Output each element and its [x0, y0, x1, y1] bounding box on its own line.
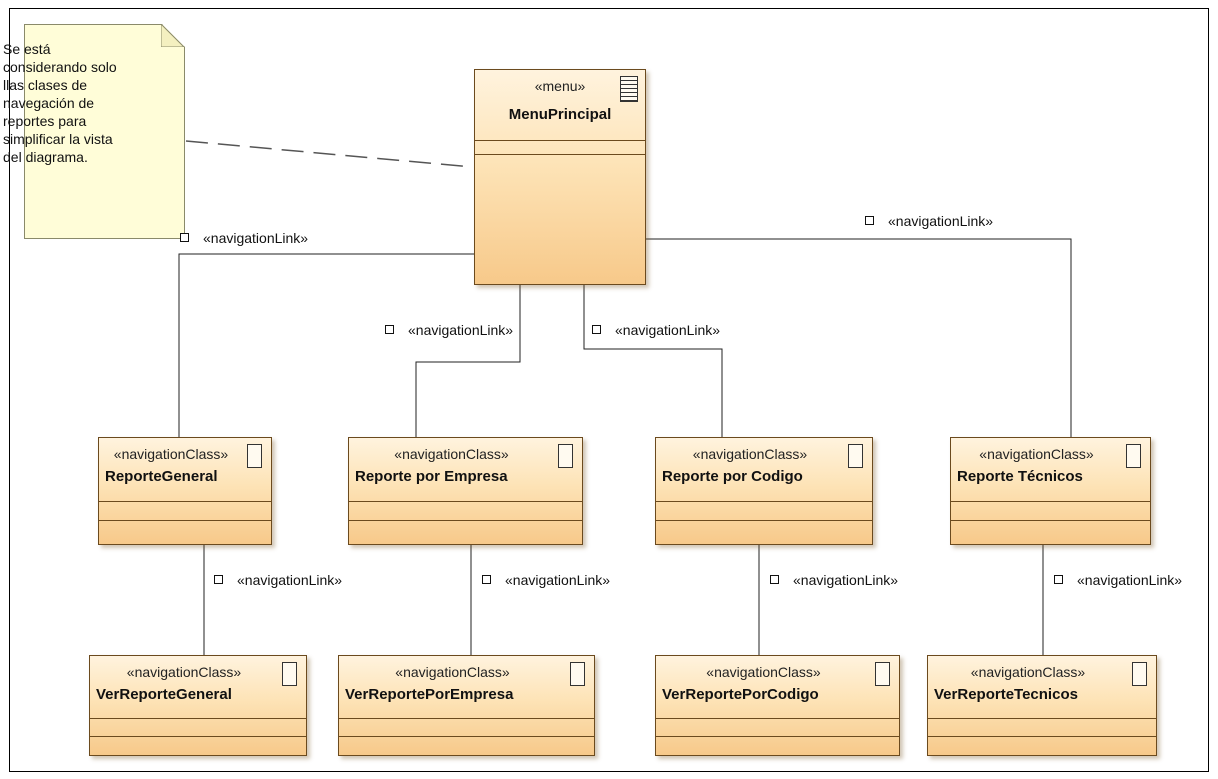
class-stereotype: «navigationClass»	[126, 664, 242, 680]
class-header: «navigationClass» VerReporteGeneral	[90, 656, 306, 719]
class-stereotype: «navigationClass»	[979, 446, 1094, 462]
class-stereotype: «navigationClass»	[692, 446, 808, 462]
link-label-text: «navigationLink»	[1077, 572, 1183, 588]
link-anchor-icon	[482, 575, 491, 584]
class-icon	[570, 662, 585, 686]
note-line: navegación de	[3, 95, 95, 111]
class-icon	[848, 444, 863, 468]
class-compartment-divider	[928, 736, 1156, 737]
link-label[interactable]: «navigationLink»	[482, 572, 610, 588]
menu-class-menuprincipal[interactable]: «menu» MenuPrincipal	[474, 69, 646, 285]
note-line: del diagrama.	[3, 149, 88, 165]
link-menu-reportegeneral	[178, 253, 474, 437]
class-reportetecnicos[interactable]: «navigationClass» Reporte Técnicos	[950, 437, 1151, 545]
class-header: «navigationClass» Reporte por Empresa	[349, 438, 582, 502]
class-verreporteporcodigo[interactable]: «navigationClass» VerReportePorCodigo	[655, 655, 900, 756]
link-anchor-icon	[865, 216, 874, 225]
link-menu-reporteempresa	[415, 285, 521, 437]
note-line: reportes para	[3, 113, 87, 129]
class-icon	[1132, 662, 1147, 686]
link-label-text: «navigationLink»	[793, 572, 899, 588]
class-stereotype: «navigationClass»	[395, 664, 510, 680]
class-name: VerReportePorCodigo	[662, 686, 819, 703]
link-label[interactable]: «navigationLink»	[592, 322, 720, 338]
link-label[interactable]: «navigationLink»	[865, 213, 993, 229]
class-header: «navigationClass» VerReporteTecnicos	[928, 656, 1156, 719]
class-icon	[558, 444, 573, 468]
link-anchor-icon	[770, 575, 779, 584]
note-fold-icon	[161, 24, 184, 47]
class-header: «menu» MenuPrincipal	[475, 70, 645, 141]
class-icon	[282, 662, 297, 686]
link-label[interactable]: «navigationLink»	[770, 572, 898, 588]
link-label-text: «navigationLink»	[888, 213, 994, 229]
class-compartment-divider	[339, 736, 594, 737]
class-header: «navigationClass» VerReportePorCodigo	[656, 656, 899, 719]
class-compartment-divider	[349, 520, 582, 521]
class-icon	[875, 662, 890, 686]
link-anchor-icon	[214, 575, 223, 584]
note-line: llas clases de	[3, 77, 88, 93]
class-stereotype: «navigationClass»	[706, 664, 821, 680]
class-compartment-divider	[475, 154, 645, 155]
class-compartment-divider	[656, 520, 872, 521]
class-name: MenuPrincipal	[508, 106, 612, 123]
class-icon	[1126, 444, 1141, 468]
link-label[interactable]: «navigationLink»	[180, 230, 308, 246]
note-line: Se está	[3, 41, 51, 57]
class-reporteporcodigo[interactable]: «navigationClass» Reporte por Codigo	[655, 437, 873, 545]
note-text: Se está considerando solo llas clases de…	[3, 40, 153, 166]
link-anchor-icon	[592, 325, 601, 334]
link-label-text: «navigationLink»	[505, 572, 611, 588]
link-menu-reportecodigo	[583, 285, 723, 437]
link-label[interactable]: «navigationLink»	[214, 572, 342, 588]
class-compartment-divider	[951, 520, 1150, 521]
class-name: VerReporteTecnicos	[934, 686, 1078, 703]
class-name: Reporte por Codigo	[662, 468, 803, 485]
link-menu-reportetecnicos	[646, 238, 1072, 437]
class-reporteporempresa[interactable]: «navigationClass» Reporte por Empresa	[348, 437, 583, 545]
class-name: VerReportePorEmpresa	[345, 686, 514, 703]
diagram-note[interactable]	[24, 24, 185, 239]
link-anchor-icon	[180, 233, 189, 242]
link-label-text: «navigationLink»	[408, 322, 514, 338]
class-name: VerReporteGeneral	[96, 686, 232, 703]
note-line: considerando solo	[3, 59, 117, 75]
class-verreportetecnicos[interactable]: «navigationClass» VerReporteTecnicos	[927, 655, 1157, 756]
link-anchor-icon	[1054, 575, 1063, 584]
class-compartment-divider	[656, 736, 899, 737]
class-name: ReporteGeneral	[105, 468, 218, 485]
class-header: «navigationClass» ReporteGeneral	[99, 438, 271, 502]
class-verreporteporempresa[interactable]: «navigationClass» VerReportePorEmpresa	[338, 655, 595, 756]
link-anchor-icon	[385, 325, 394, 334]
class-header: «navigationClass» Reporte por Codigo	[656, 438, 872, 502]
link-label-text: «navigationLink»	[203, 230, 309, 246]
class-compartment-divider	[99, 520, 271, 521]
class-name: Reporte Técnicos	[957, 468, 1083, 485]
class-stereotype: «menu»	[534, 78, 586, 94]
class-stereotype: «navigationClass»	[113, 446, 229, 462]
class-reportegeneral[interactable]: «navigationClass» ReporteGeneral	[98, 437, 272, 545]
link-label[interactable]: «navigationLink»	[1054, 572, 1182, 588]
class-icon	[247, 444, 262, 468]
class-stereotype: «navigationClass»	[970, 664, 1086, 680]
class-stereotype: «navigationClass»	[394, 446, 509, 462]
class-name: Reporte por Empresa	[355, 468, 508, 485]
class-header: «navigationClass» Reporte Técnicos	[951, 438, 1150, 502]
menu-icon	[620, 76, 638, 102]
note-line: simplificar la vista	[3, 131, 113, 147]
link-label-text: «navigationLink»	[237, 572, 343, 588]
note-anchor-line	[185, 140, 473, 168]
class-verreportegeneral[interactable]: «navigationClass» VerReporteGeneral	[89, 655, 307, 756]
class-compartment-divider	[90, 736, 306, 737]
link-label[interactable]: «navigationLink»	[385, 322, 513, 338]
class-header: «navigationClass» VerReportePorEmpresa	[339, 656, 594, 719]
link-label-text: «navigationLink»	[615, 322, 721, 338]
